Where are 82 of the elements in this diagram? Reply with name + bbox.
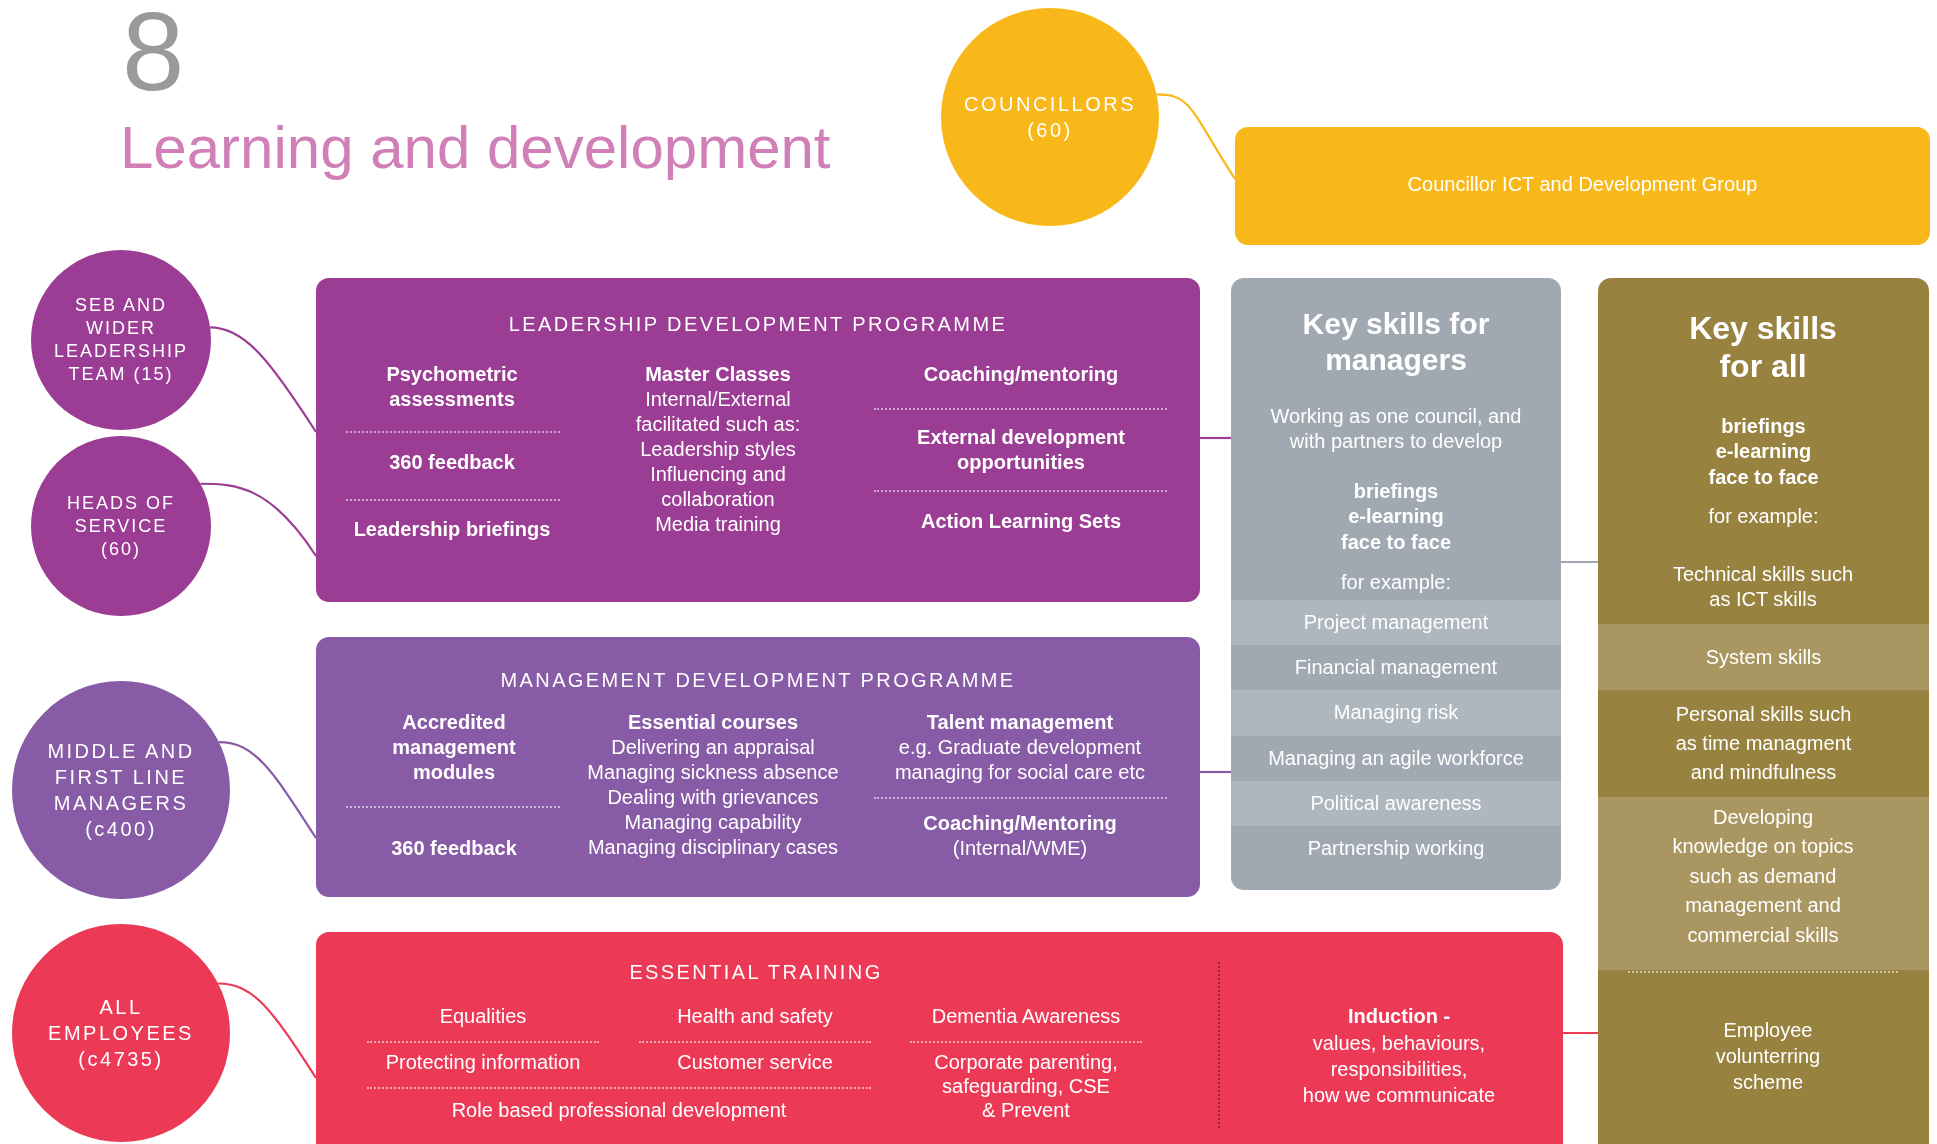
circle-label: MIDDLE AND FIRST LINE MANAGERS (c400) <box>46 739 196 842</box>
panel-heading: MANAGEMENT DEVELOPMENT PROGRAMME <box>499 668 1017 693</box>
bold-label: External development opportunities <box>916 425 1126 475</box>
bold-label: Leadership briefings <box>352 517 552 542</box>
text-label: Leadership styles <box>639 437 797 462</box>
circle-label: HEADS OF SERVICE (60) <box>66 491 176 561</box>
text-label: System skills <box>1704 645 1823 670</box>
text-label: how we communicate <box>1301 1083 1497 1108</box>
bold-label: Coaching/mentoring <box>922 362 1120 387</box>
text-label: Health and safety <box>676 1004 834 1029</box>
programme-panel <box>316 637 1200 897</box>
text-label: Dealing with grievances <box>606 785 820 810</box>
text-label: for example: <box>1339 570 1453 595</box>
page-title: Learning and development <box>120 113 831 183</box>
training-panel <box>316 932 1563 1144</box>
bold-label: Accredited management modules <box>391 710 517 785</box>
bold-label: e-learning <box>1714 439 1813 464</box>
panel-heading: Key skills for managers <box>1301 306 1491 378</box>
bold-label: briefings <box>1352 479 1440 504</box>
connector-line <box>218 982 317 1079</box>
connector-line <box>1200 436 1231 440</box>
text-label: Equalities <box>438 1004 528 1029</box>
group-box <box>1235 127 1930 245</box>
panel-heading: ESSENTIAL TRAINING <box>628 960 884 985</box>
circle-label: COUNCILLORS (60) <box>963 92 1137 143</box>
skills-panel <box>1231 278 1561 890</box>
text-label: e.g. Graduate development managing for social care etc <box>893 735 1147 785</box>
text-label: Technical skills such as ICT skills <box>1671 562 1855 612</box>
text-label: Managing risk <box>1332 700 1460 725</box>
text-label: Corporate parenting, safeguarding, CSE & Prevent <box>933 1050 1119 1122</box>
text-label: Project management <box>1302 610 1490 635</box>
text-label: Managing sickness absence <box>586 760 840 785</box>
text-label: for example: <box>1707 504 1820 529</box>
text-label: values, behaviours, <box>1311 1031 1487 1056</box>
connector-line <box>218 741 317 839</box>
bold-label: briefings <box>1720 414 1807 439</box>
text-label: Media training <box>654 512 782 537</box>
circle-label: ALL EMPLOYEES (c4735) <box>47 995 195 1072</box>
bold-label: 360 feedback <box>388 450 516 475</box>
bold-label: Essential courses <box>626 710 800 735</box>
text-label: Internal/External facilitated such as: <box>634 387 802 437</box>
text-label: Personal skills such as time managment and mindfulness <box>1674 702 1853 785</box>
text-label: Managing capability <box>623 810 803 835</box>
text-label: Developing knowledge on topics such as demand management and commercial skills <box>1671 805 1855 948</box>
text-label: (Internal/WME) <box>951 836 1089 861</box>
bold-label: Action Learning Sets <box>920 509 1122 534</box>
text-label: Influencing and collaboration <box>649 462 787 512</box>
connector-line <box>1561 560 1598 564</box>
bold-label: face to face <box>1339 530 1453 555</box>
section-number: 8 <box>122 0 185 104</box>
programme-panel <box>316 278 1200 602</box>
text-label: Role based professional development <box>450 1098 788 1123</box>
connector-line <box>1563 1031 1598 1035</box>
text-label: Protecting information <box>384 1050 582 1075</box>
text-label: responsibilities, <box>1329 1057 1469 1082</box>
text-label: Customer service <box>676 1050 834 1075</box>
bold-label: Master Classes <box>644 362 792 387</box>
text-label: Employee volunterring scheme <box>1714 1018 1822 1095</box>
text-label: Working as one council, and with partners to develop <box>1269 404 1523 454</box>
text-label: Managing disciplinary cases <box>586 835 840 860</box>
bold-label: Induction - <box>1346 1004 1452 1029</box>
connector-line <box>200 482 317 557</box>
text-label: Managing an agile workforce <box>1267 746 1525 771</box>
text-label: Financial management <box>1293 655 1499 680</box>
bold-label: Talent management <box>925 710 1115 735</box>
bold-label: Coaching/Mentoring <box>922 811 1118 836</box>
bold-label: face to face <box>1707 465 1820 490</box>
connector-line <box>1200 770 1231 774</box>
bold-label: e-learning <box>1347 504 1445 529</box>
text-label: Dementia Awareness <box>930 1004 1122 1029</box>
text-label: Delivering an appraisal <box>610 735 816 760</box>
panel-heading: Key skills for all <box>1688 309 1838 385</box>
panel-heading: LEADERSHIP DEVELOPMENT PROGRAMME <box>507 312 1009 337</box>
text-label: Councillor ICT and Development Group <box>1406 172 1759 197</box>
bold-label: 360 feedback <box>390 836 518 861</box>
circle-label: SEB AND WIDER LEADERSHIP TEAM (15) <box>52 294 189 386</box>
connector-line <box>210 326 317 433</box>
bold-label: Psychometric assessments <box>385 362 519 412</box>
text-label: Partnership working <box>1306 836 1486 861</box>
skills-panel <box>1598 278 1929 1144</box>
connector-line <box>1156 93 1236 180</box>
text-label: Political awareness <box>1309 791 1483 816</box>
